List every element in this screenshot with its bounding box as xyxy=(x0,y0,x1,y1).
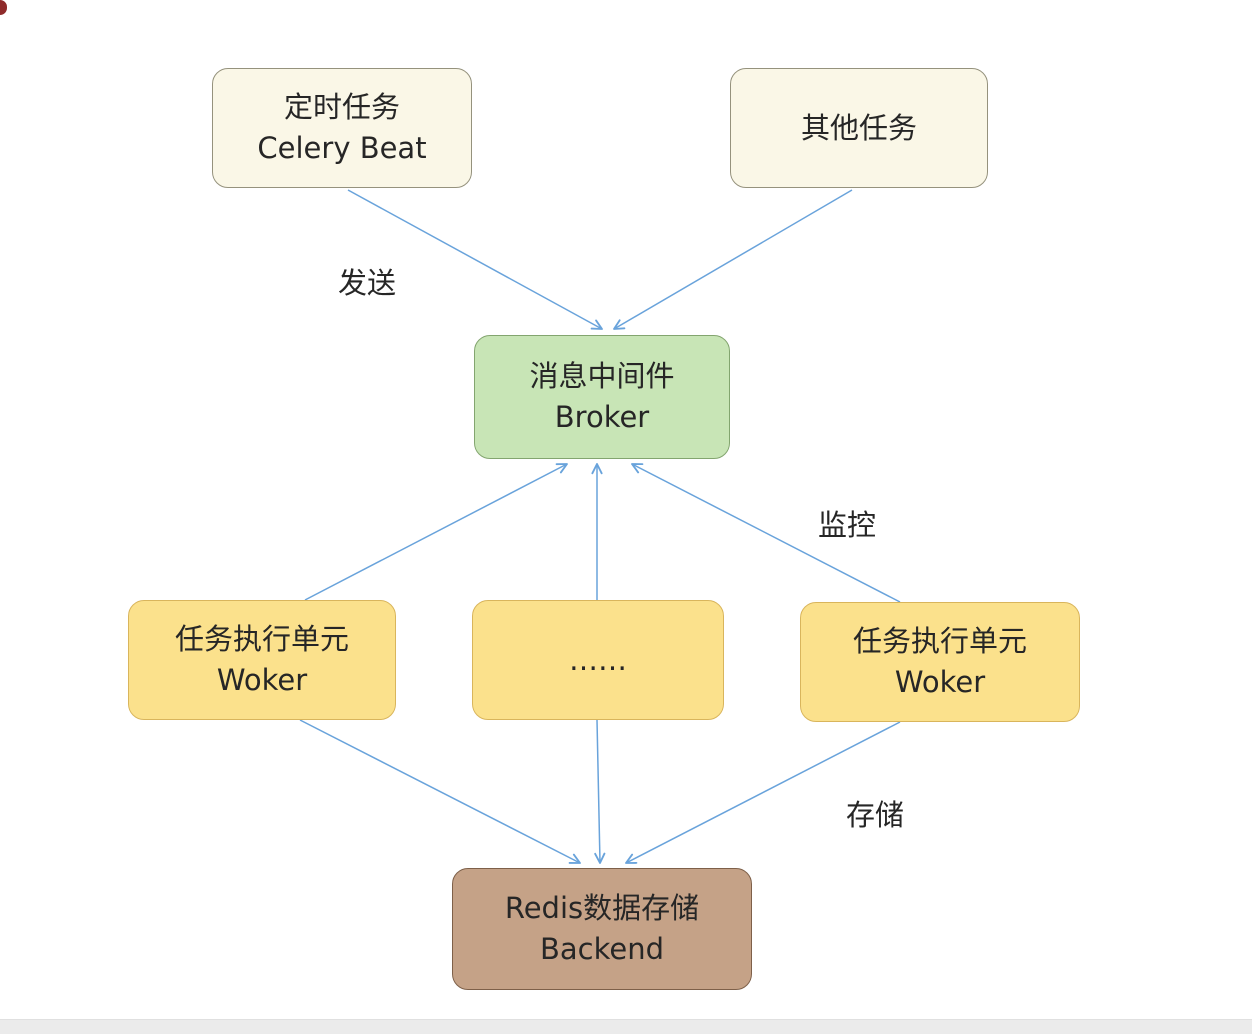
node-worker-left-line1: 任务执行单元 xyxy=(174,622,349,656)
window-corner-mark xyxy=(0,0,7,15)
node-broker-line1: 消息中间件 xyxy=(529,359,675,393)
node-worker-ellipsis: …… xyxy=(472,600,724,720)
node-broker-line2: Broker xyxy=(554,400,650,434)
edge-worker-left-to-broker xyxy=(304,463,568,601)
node-worker-ellipsis-line1: …… xyxy=(569,642,627,677)
edge-label-store: 存储 xyxy=(846,798,905,832)
edge-label-send: 发送 xyxy=(338,266,397,300)
node-worker-left: 任务执行单元 Woker xyxy=(128,600,396,720)
node-celery-beat-line2: Celery Beat xyxy=(257,131,427,165)
node-other-tasks: 其他任务 xyxy=(730,68,988,188)
node-worker-right-line1: 任务执行单元 xyxy=(852,624,1027,658)
node-celery-beat: 定时任务 Celery Beat xyxy=(212,68,472,188)
node-backend-line1: Redis数据存储 xyxy=(504,891,700,925)
window-bottom-bar xyxy=(0,1019,1252,1034)
node-celery-beat-line1: 定时任务 xyxy=(283,90,400,124)
node-worker-right-line2: Woker xyxy=(894,665,986,699)
edge-other-to-broker xyxy=(613,189,853,330)
node-worker-right: 任务执行单元 Woker xyxy=(800,602,1080,722)
node-other-tasks-line1: 其他任务 xyxy=(800,110,917,145)
node-backend-line2: Backend xyxy=(539,932,664,966)
edge-label-monitor: 监控 xyxy=(818,508,877,542)
edge-worker-left-to-backend xyxy=(299,719,581,864)
node-worker-left-line2: Woker xyxy=(216,663,308,697)
node-broker: 消息中间件 Broker xyxy=(474,335,730,459)
node-backend: Redis数据存储 Backend xyxy=(452,868,752,990)
edge-worker-mid-to-backend xyxy=(594,719,606,864)
